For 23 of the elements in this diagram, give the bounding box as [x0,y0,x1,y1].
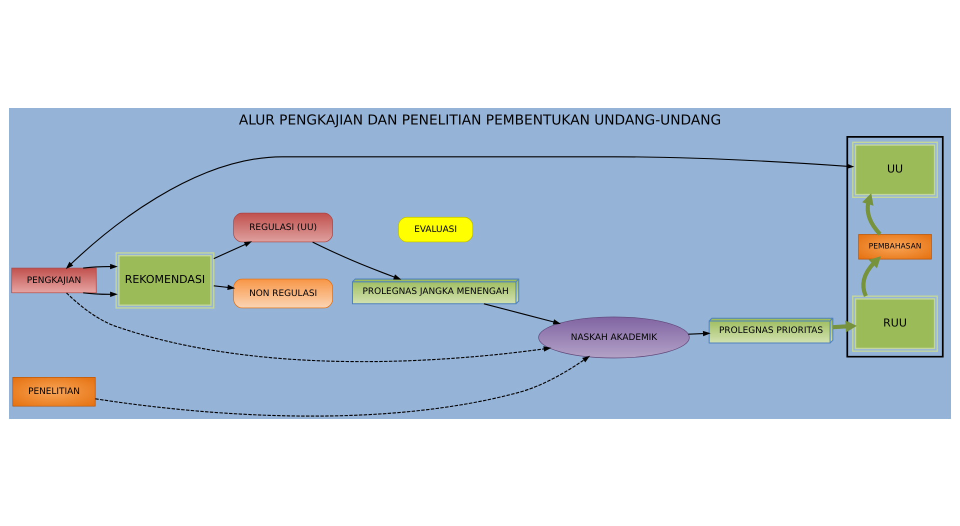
arrow [214,284,236,290]
arrow [83,291,118,297]
arrow [862,192,882,236]
arrow [83,263,118,269]
diagram-title: ALUR PENGKAJIAN DAN PENELITIAN PEMBENTUKAN UNDANG-UNDANG [238,112,722,128]
node-box: RUU [852,295,938,352]
arrow [484,302,561,324]
arrow [312,241,402,280]
node-box: PENELITIAN [12,376,96,406]
node-box: REKOMENDASI [115,252,214,308]
node-box: PENGKAJIAN [11,267,97,293]
arrow [214,240,252,259]
node-ellipse: NASKAH AKADEMIK [538,316,690,358]
arrow [688,330,711,336]
node-box: REGULASI (UU) [233,212,333,242]
arrow [66,292,552,362]
arrow [66,156,854,269]
arrow [95,355,590,416]
arrow [832,320,857,332]
node-box: NON REGULASI [233,278,333,308]
node-box: UU [852,141,938,198]
node-box: EVALUASI [398,216,474,242]
arrow [861,256,881,296]
